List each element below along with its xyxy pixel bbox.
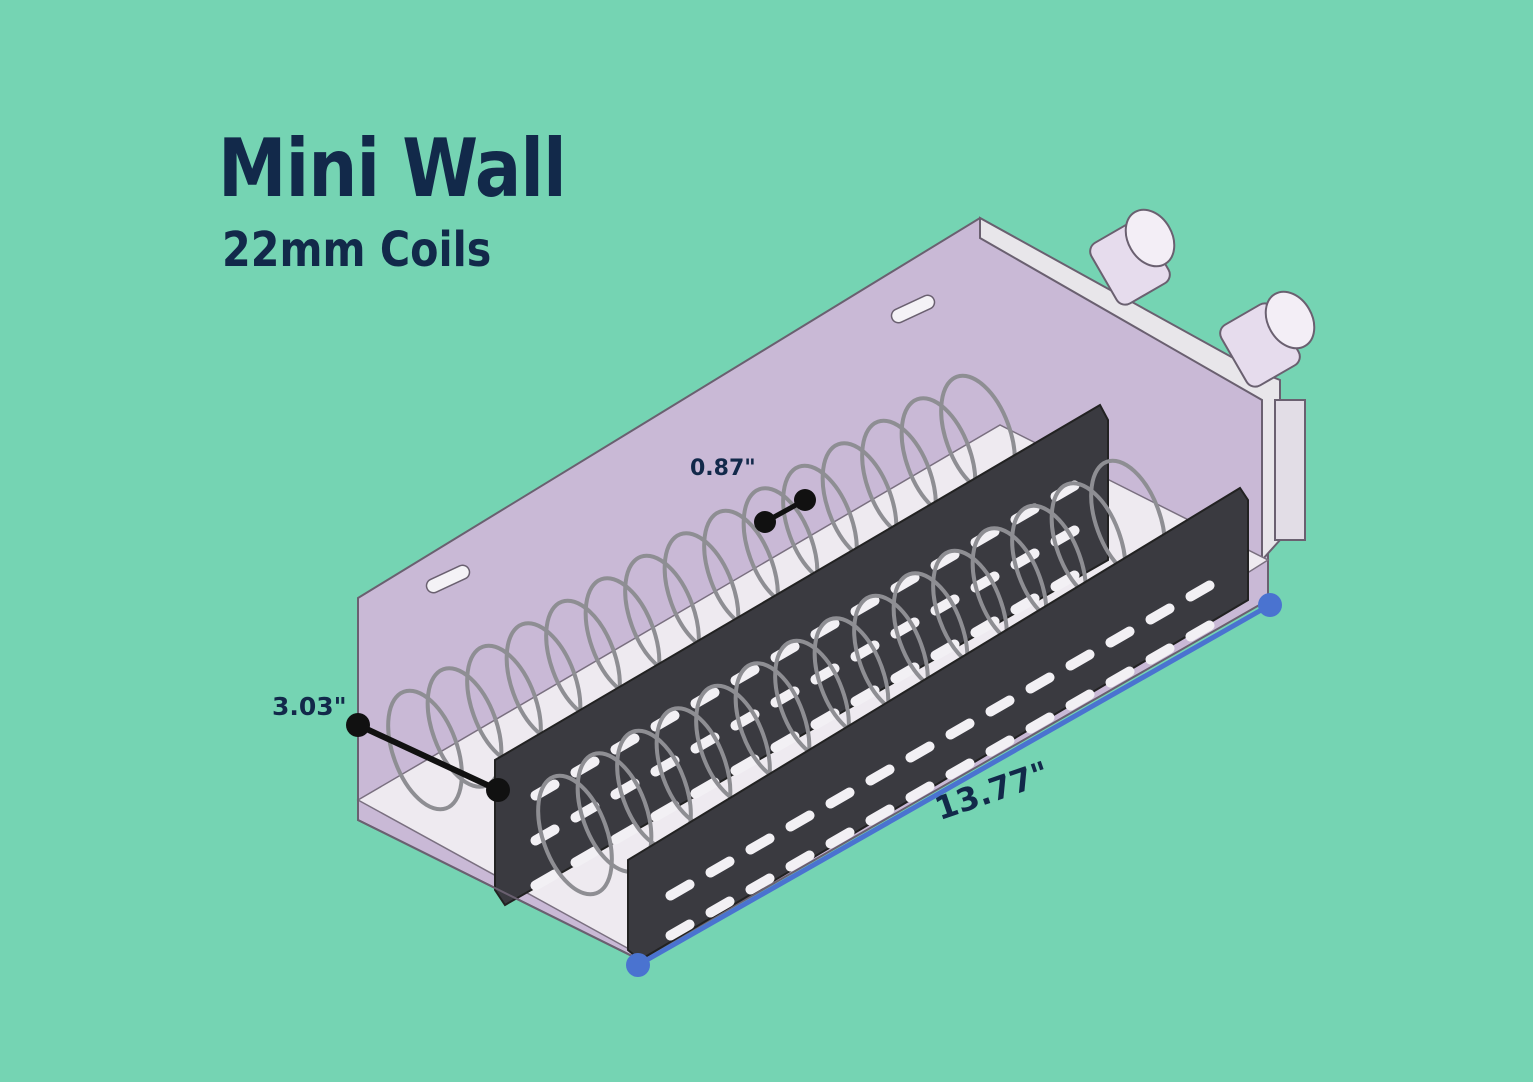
plate-slot — [865, 764, 895, 786]
plate-slot — [1050, 480, 1080, 502]
plate-slot — [705, 856, 735, 878]
plate-slot — [1065, 689, 1095, 711]
width-label: 3.03" — [272, 692, 347, 721]
plate-slot — [905, 781, 935, 803]
plate-slot — [1105, 626, 1135, 648]
plate-slot — [745, 873, 775, 895]
plate-slot — [1185, 580, 1215, 602]
plate-slot — [665, 879, 695, 901]
plate-slot — [530, 869, 560, 891]
page-title: Mini Wall — [218, 122, 567, 215]
plate-slot — [905, 741, 935, 763]
plate-slot — [785, 810, 815, 832]
width-marker — [346, 713, 510, 802]
plate-slot — [610, 778, 640, 800]
plate-slot — [1105, 666, 1135, 688]
plate-slot — [985, 735, 1015, 757]
plate-slot — [1010, 548, 1040, 570]
plate-slot — [825, 787, 855, 809]
length-marker — [626, 593, 1282, 977]
fitting-upper — [1089, 208, 1176, 306]
plate-slot — [1050, 525, 1080, 547]
plate-slot — [570, 801, 600, 823]
coil-loop — [386, 688, 464, 812]
plate-slot — [945, 758, 975, 780]
mount-slot — [425, 564, 471, 594]
plate-slot — [530, 824, 560, 846]
coil-diameter-label: 0.87" — [690, 456, 756, 481]
plate-slot — [570, 846, 600, 868]
plate-slot — [650, 800, 680, 822]
divider-plate-middle — [494, 403, 1109, 907]
plate-slot — [785, 850, 815, 872]
plate-slot — [650, 755, 680, 777]
fitting-lower — [1219, 290, 1316, 388]
plate-slot — [1145, 643, 1175, 665]
plate-slot — [730, 754, 760, 776]
mount-slot — [890, 294, 936, 324]
plate-slot — [705, 896, 735, 918]
coil-loop — [536, 773, 614, 897]
plate-slot — [610, 823, 640, 845]
page-subtitle: 22mm Coils — [222, 222, 492, 278]
plate-slot — [665, 919, 695, 941]
plate-slot — [690, 732, 720, 754]
plate-slot — [1065, 649, 1095, 671]
plate-slot — [530, 779, 560, 801]
plate-slots — [665, 580, 1215, 941]
plate-slot — [690, 777, 720, 799]
housing-front-edge — [357, 600, 641, 961]
plate-slot — [1145, 603, 1175, 625]
plate-slot — [865, 804, 895, 826]
plate-slot — [985, 695, 1015, 717]
plate-slot — [1050, 570, 1080, 592]
plate-slot — [770, 731, 800, 753]
coil-diameter-marker — [754, 489, 816, 533]
bracket — [1274, 399, 1306, 541]
plate-slot — [825, 827, 855, 849]
divider-plate-front — [627, 486, 1249, 962]
plate-slot — [1025, 672, 1055, 694]
plate-slot — [745, 833, 775, 855]
plate-slot — [1025, 712, 1055, 734]
plate-slot — [945, 718, 975, 740]
plate-slot — [1185, 620, 1215, 642]
